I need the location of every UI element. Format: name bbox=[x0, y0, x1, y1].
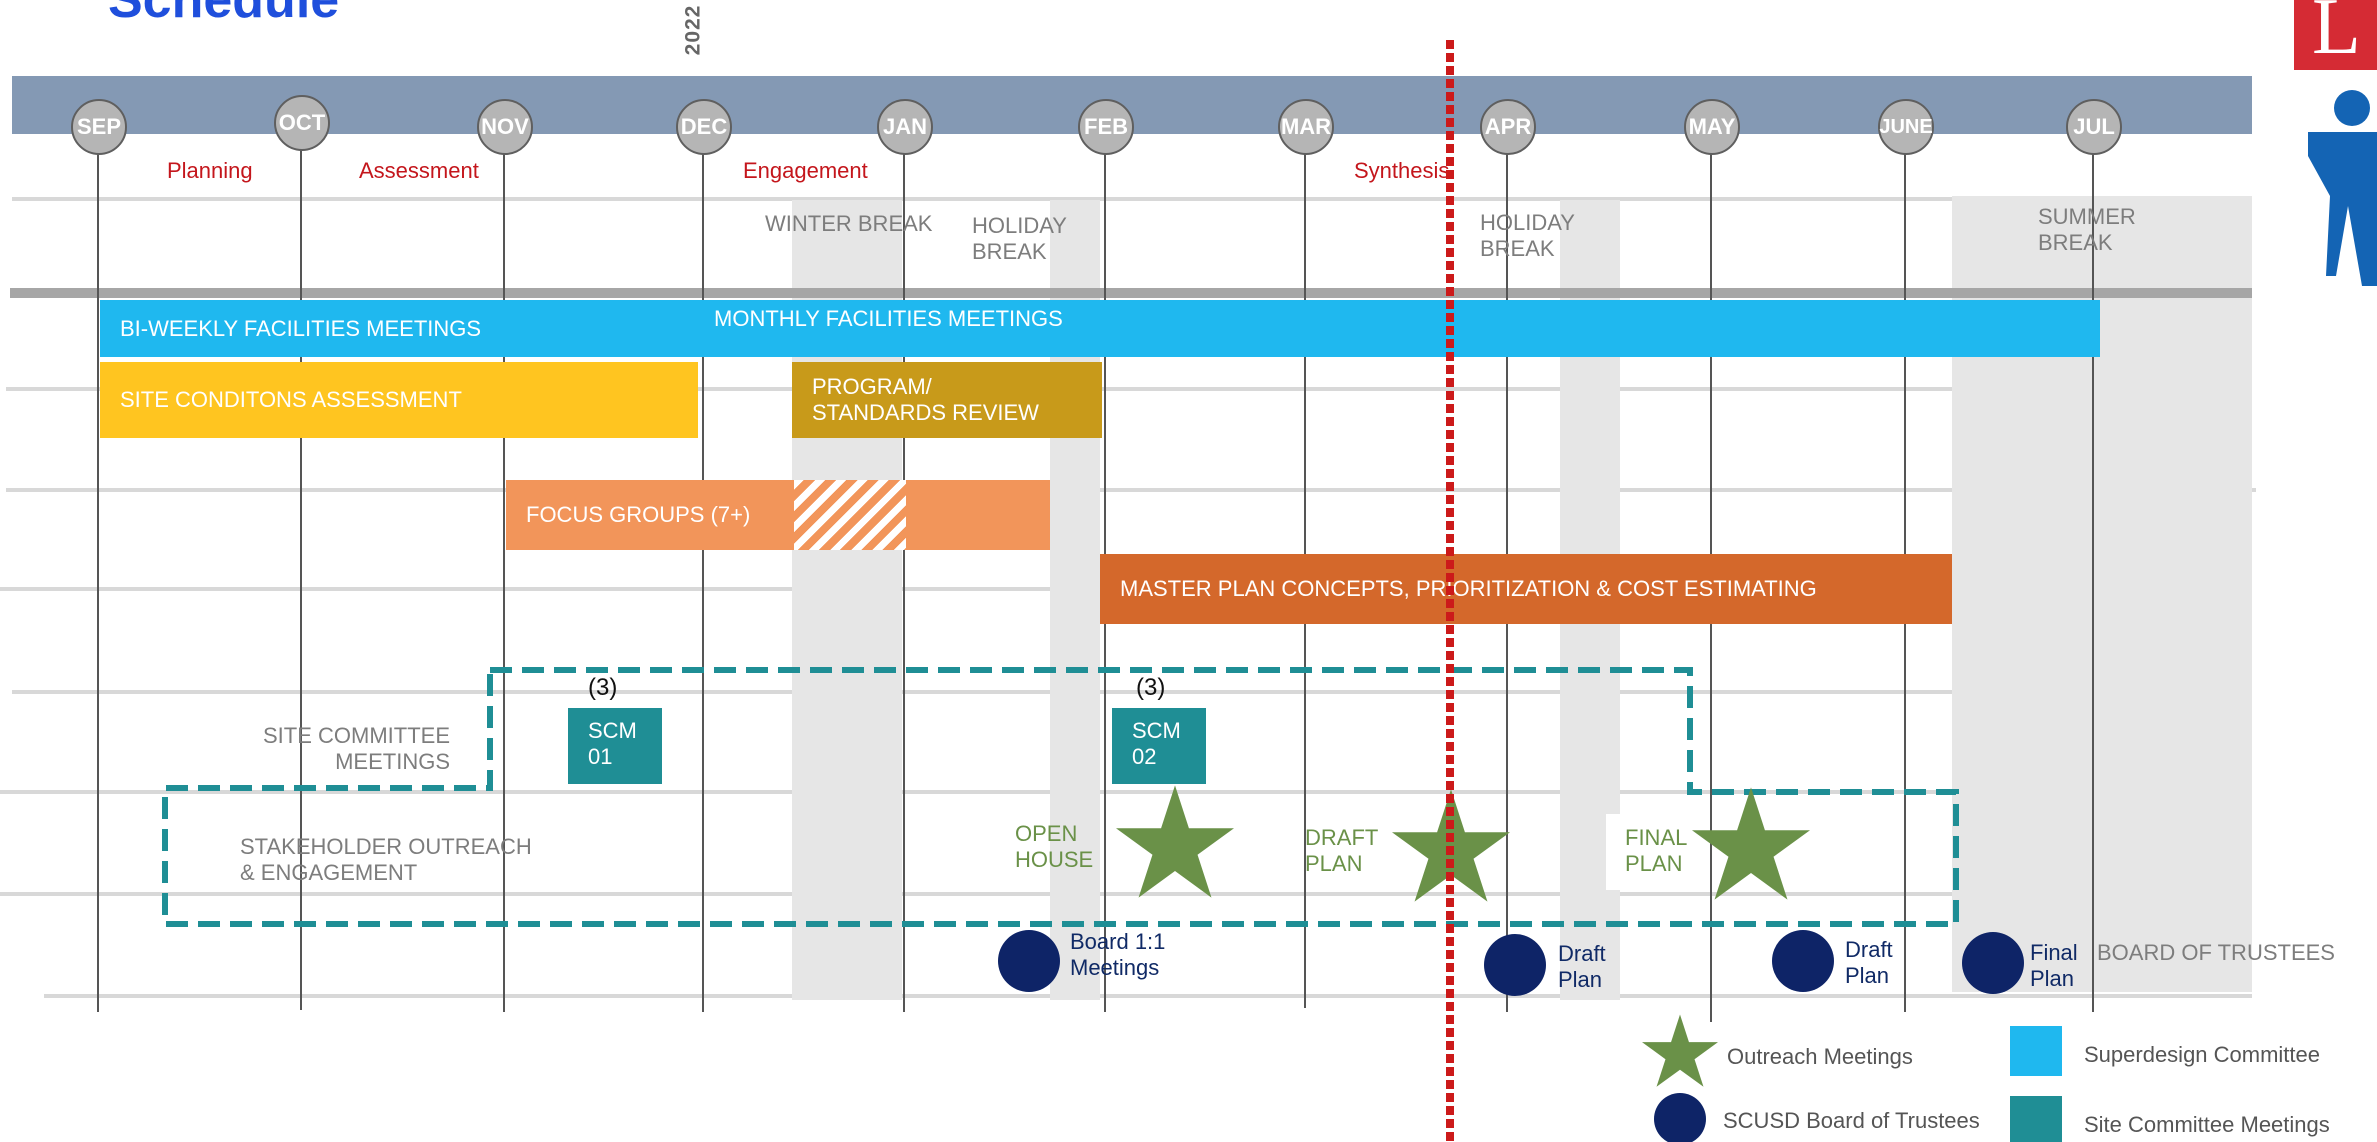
section-divider bbox=[10, 288, 2252, 298]
winter-break-label: WINTER BREAK bbox=[765, 211, 933, 236]
site-assessment-bar: SITE CONDITONS ASSESSMENT bbox=[100, 362, 698, 438]
legend-superdesign-swatch bbox=[2010, 1026, 2062, 1076]
biweekly-meetings-bar: BI-WEEKLY FACILITIES MEETINGS bbox=[100, 300, 2100, 357]
row-guide-line bbox=[44, 994, 2252, 998]
phase-synthesis: Synthesis bbox=[1354, 158, 1450, 183]
month-jan: JAN bbox=[877, 99, 933, 155]
person-icon bbox=[2308, 90, 2377, 286]
month-jul: JUL bbox=[2066, 99, 2122, 155]
phase-engagement: Engagement bbox=[743, 158, 868, 183]
month-line bbox=[903, 150, 905, 1012]
scm-01-count: (3) bbox=[588, 674, 618, 701]
month-nov: NOV bbox=[477, 99, 533, 155]
row-guide-line bbox=[0, 892, 2252, 896]
legend-outreach-label: Outreach Meetings bbox=[1727, 1044, 1913, 1069]
month-line bbox=[2092, 150, 2094, 1012]
board-of-trustees-label: BOARD OF TRUSTEES bbox=[2097, 940, 2335, 965]
month-line bbox=[503, 150, 505, 1012]
program-review-bar: PROGRAM/STANDARDS REVIEW bbox=[792, 362, 1102, 438]
circle-icon bbox=[1654, 1093, 1706, 1142]
legend-site-committee-swatch bbox=[2010, 1096, 2062, 1142]
stakeholder-label: STAKEHOLDER OUTREACH& ENGAGEMENT bbox=[240, 834, 532, 885]
month-apr: APR bbox=[1480, 99, 1536, 155]
star-icon bbox=[1692, 787, 1810, 900]
circle-icon bbox=[1962, 932, 2024, 994]
row-guide-line bbox=[6, 387, 2252, 391]
master-plan-bar: MASTER PLAN CONCEPTS, PRIORITIZATION & C… bbox=[1100, 554, 1952, 624]
row-guide-line bbox=[0, 790, 2252, 794]
month-may: MAY bbox=[1684, 99, 1740, 155]
month-dec: DEC bbox=[676, 99, 732, 155]
phase-planning: Planning bbox=[167, 158, 253, 183]
month-june: JUNE bbox=[1878, 99, 1934, 155]
circle-icon bbox=[998, 930, 1060, 992]
legend-site-committee-label: Site Committee Meetings bbox=[2084, 1112, 2330, 1137]
current-date-marker bbox=[1446, 40, 1454, 1142]
month-line bbox=[97, 150, 99, 1012]
circle-icon bbox=[1772, 930, 1834, 992]
month-mar: MAR bbox=[1278, 99, 1334, 155]
phase-assessment: Assessment bbox=[359, 158, 479, 183]
star-icon bbox=[1642, 1014, 1718, 1087]
month-line bbox=[702, 150, 704, 1012]
row-guide-line bbox=[12, 690, 2252, 694]
legend-board-label: SCUSD Board of Trustees bbox=[1723, 1108, 1980, 1133]
page-title: Schedule bbox=[108, 0, 340, 29]
final-plan-label-bg bbox=[1606, 814, 1706, 890]
row-guide-line bbox=[12, 197, 2232, 201]
scm-02-count: (3) bbox=[1136, 674, 1166, 701]
month-feb: FEB bbox=[1078, 99, 1134, 155]
focus-groups-bar: FOCUS GROUPS (7+) bbox=[506, 480, 1050, 550]
row-guide-line bbox=[6, 488, 2256, 492]
focus-groups-break-hatch bbox=[794, 480, 906, 550]
month-sep: SEP bbox=[71, 99, 127, 155]
circle-icon bbox=[1484, 934, 1546, 996]
logo-mark: L bbox=[2294, 0, 2377, 70]
monthly-meetings-label: MONTHLY FACILITIES MEETINGS bbox=[714, 306, 1063, 331]
star-icon bbox=[1116, 785, 1234, 898]
month-oct: OCT bbox=[274, 95, 330, 151]
legend-superdesign-label: Superdesign Committee bbox=[2084, 1042, 2321, 1067]
month-line bbox=[300, 150, 302, 1010]
